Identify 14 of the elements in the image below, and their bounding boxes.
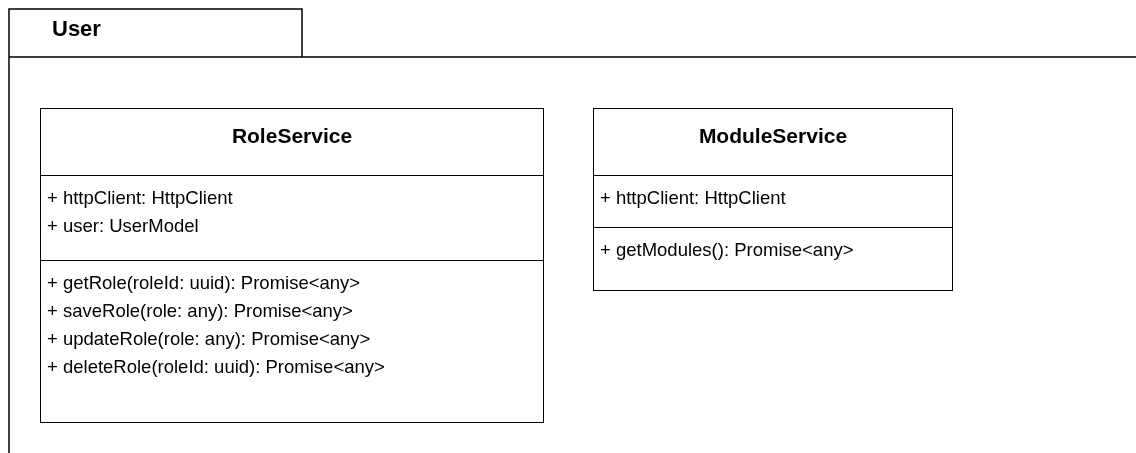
- package-title: User: [52, 16, 101, 42]
- attribute-text: + user: UserModel: [47, 214, 199, 238]
- class-name: RoleService: [231, 123, 353, 149]
- package-frame: [8, 8, 1136, 453]
- method-text: + saveRole(role: any): Promise<any>: [47, 299, 353, 323]
- attribute-text: + httpClient: HttpClient: [600, 186, 786, 210]
- class-name: ModuleService: [698, 123, 848, 149]
- method-text: + updateRole(role: any): Promise<any>: [47, 327, 371, 351]
- method-text: + getModules(): Promise<any>: [600, 238, 854, 262]
- attribute-text: + httpClient: HttpClient: [47, 186, 233, 210]
- method-text: + deleteRole(roleId: uuid): Promise<any>: [47, 355, 385, 379]
- class-box: [593, 108, 953, 291]
- method-text: + getRole(roleId: uuid): Promise<any>: [47, 271, 361, 295]
- class-box: [40, 108, 544, 423]
